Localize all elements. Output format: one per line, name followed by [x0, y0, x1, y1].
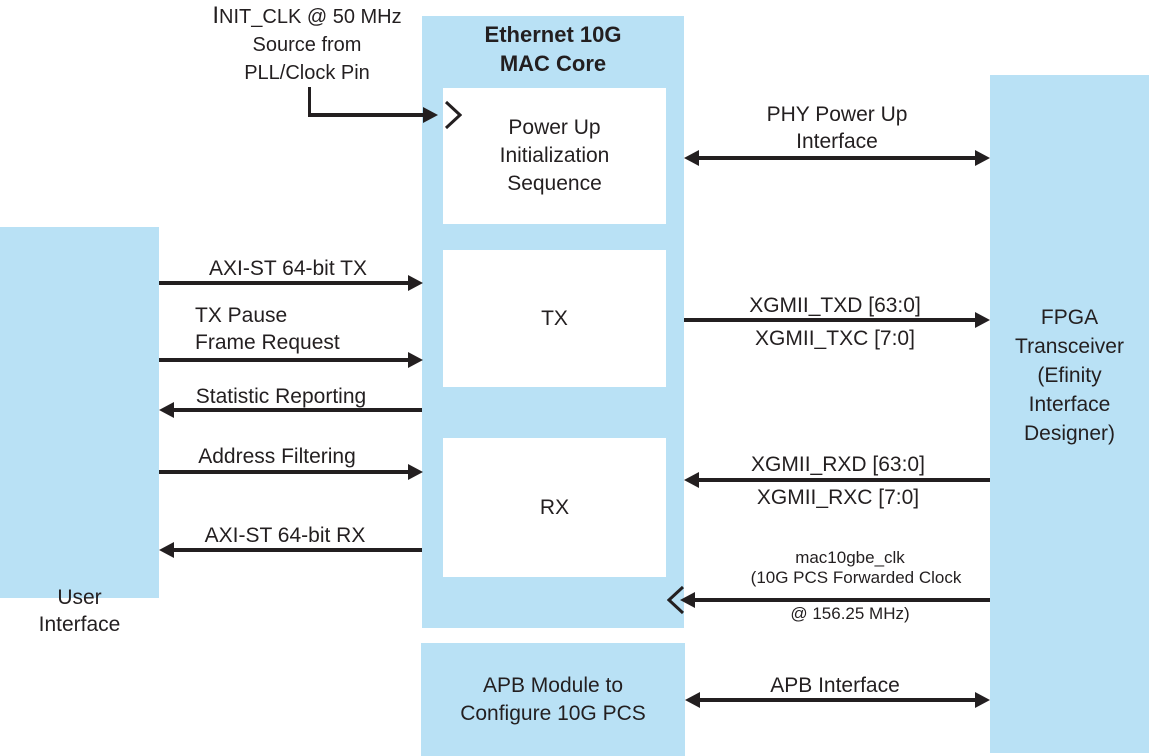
rx-box-label: RX: [539, 495, 570, 519]
xgmii-rxd-label: XGMII_RXD [63:0]: [751, 453, 925, 476]
power-up-label-line3: Sequence: [507, 172, 602, 195]
statistic-reporting-label: Statistic Reporting: [195, 385, 367, 408]
fpga-transceiver-label: FPGA Transceiver (Efinity Interface Desi…: [990, 303, 1149, 448]
apb-module-label-line1: APB Module to: [482, 673, 624, 697]
init-clk-line1: INIT_CLK @ 50 MHz: [212, 2, 402, 29]
apb-module-label: APB Module to Configure 10G PCS: [460, 672, 646, 728]
xgmii-txd-label: XGMII_TXD [63:0]: [749, 294, 921, 317]
apb-interface-arrowhead-left-icon: [685, 692, 700, 708]
axi-st-tx-arrowhead-icon: [408, 275, 423, 291]
user-interface-label-line1: User: [57, 586, 102, 609]
mac10gbe-clk-label-line3: @ 156.25 MHz): [790, 604, 910, 623]
mac10gbe-clk-arrowhead-icon: [680, 592, 695, 608]
tx-box-label: TX: [541, 306, 568, 330]
mac-core-title-line2: MAC Core: [499, 51, 607, 76]
xgmii-rx-arrow: [699, 478, 990, 482]
rx-box: RX: [443, 438, 666, 577]
axi-st-rx-arrow: [174, 548, 422, 552]
init-clk-connector-vertical: [308, 87, 311, 117]
tx-pause-label-line2: Frame Request: [195, 331, 340, 354]
xgmii-txc-label: XGMII_TXC [7:0]: [755, 327, 915, 350]
axi-st-tx-arrow: [159, 281, 408, 285]
init-clk-line3: PLL/Clock Pin: [244, 62, 370, 84]
power-up-initialization-sequence-box: Power Up Initialization Sequence: [443, 88, 666, 224]
fpga-label-line1: FPGA: [1040, 306, 1099, 329]
xgmii-tx-arrow: [684, 318, 975, 322]
tx-pause-arrowhead-icon: [408, 352, 423, 368]
address-filtering-label: Address Filtering: [198, 445, 356, 468]
mac10gbe-clk-label-line1: mac10gbe_clk: [795, 548, 905, 567]
fpga-label-line3: (Efinity: [1037, 364, 1102, 387]
user-interface-label-line2: Interface: [38, 613, 121, 636]
tx-pause-arrow: [159, 358, 408, 362]
address-filtering-arrow: [159, 470, 408, 474]
power-up-box-label: Power Up Initialization Sequence: [500, 114, 610, 198]
apb-interface-label: APB Interface: [770, 674, 900, 697]
mac-core-title-line1: Ethernet 10G: [484, 22, 622, 47]
phy-power-up-label-line2: Interface: [796, 130, 878, 153]
apb-module-block: APB Module to Configure 10G PCS: [421, 643, 685, 756]
phy-power-up-arrow: [699, 156, 975, 160]
ethernet-mac-core-title: Ethernet 10G MAC Core: [422, 20, 684, 78]
init-clk-connector-horizontal: [308, 113, 423, 117]
clock-input-wedge-icon: [444, 100, 462, 130]
xgmii-rx-arrowhead-icon: [684, 472, 699, 488]
fpga-label-line5: Designer): [1023, 422, 1116, 445]
mac10gbe-clk-arrow: [695, 598, 990, 602]
xgmii-rxc-label: XGMII_RXC [7:0]: [756, 486, 920, 509]
xgmii-tx-arrowhead-icon: [975, 312, 990, 328]
statistic-reporting-arrow: [174, 408, 422, 412]
user-interface-label: User Interface: [0, 584, 159, 638]
phy-power-up-label: PHY Power Up Interface: [767, 101, 908, 155]
fpga-label-line2: Transceiver: [1015, 335, 1124, 358]
axi-st-rx-label: AXI-ST 64-bit RX: [204, 524, 366, 547]
tx-pause-label: TX Pause Frame Request: [195, 302, 340, 356]
axi-st-tx-label: AXI-ST 64-bit TX: [209, 257, 367, 280]
fpga-transceiver-block: FPGA Transceiver (Efinity Interface Desi…: [990, 75, 1149, 753]
apb-interface-arrow: [700, 698, 975, 702]
phy-power-up-arrowhead-left-icon: [684, 150, 699, 166]
tx-pause-label-line1: TX Pause: [195, 304, 288, 327]
phy-power-up-label-line1: PHY Power Up: [766, 103, 908, 126]
apb-interface-arrowhead-right-icon: [975, 692, 990, 708]
init-clk-arrowhead-icon: [423, 107, 438, 123]
user-interface-block: User Interface: [0, 227, 159, 636]
clock-input-wedge-left-icon: [667, 585, 685, 615]
init-clk-line2: Source from: [252, 34, 362, 56]
power-up-label-line2: Initialization: [499, 144, 610, 167]
tx-box: TX: [443, 250, 666, 387]
mac10gbe-clk-label-line2: (10G PCS Forwarded Clock: [750, 568, 962, 587]
statistic-reporting-arrowhead-icon: [159, 402, 174, 418]
power-up-label-line1: Power Up: [508, 116, 601, 139]
init-clk-annotation: INIT_CLK @ 50 MHz Source from PLL/Clock …: [212, 2, 401, 87]
apb-module-label-line2: Configure 10G PCS: [460, 701, 646, 725]
axi-st-rx-arrowhead-icon: [159, 542, 174, 558]
address-filtering-arrowhead-icon: [408, 464, 423, 480]
fpga-label-line4: Interface: [1028, 393, 1111, 416]
phy-power-up-arrowhead-right-icon: [975, 150, 990, 166]
